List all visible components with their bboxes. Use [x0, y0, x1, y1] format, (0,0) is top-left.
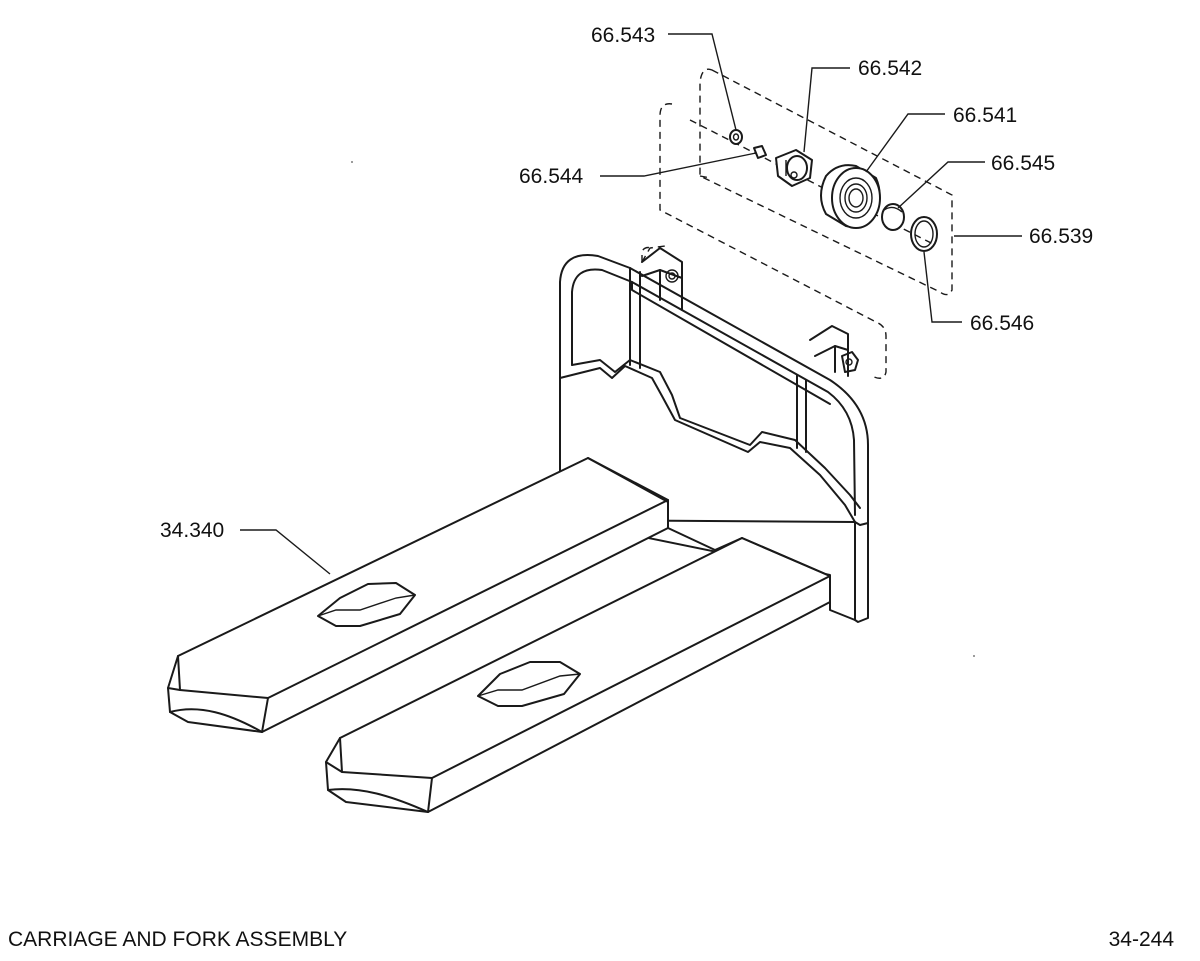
retaining-ring-part	[910, 216, 938, 252]
leader-lines	[240, 33, 1022, 575]
callout-66542: 66.542	[858, 57, 922, 80]
leader-34340	[240, 529, 331, 575]
leader-66541	[865, 113, 945, 173]
roller-part	[820, 164, 881, 229]
leader-66542	[803, 67, 850, 153]
roller-assembly-drawing	[641, 68, 953, 379]
figure-number: 34-244	[1108, 928, 1174, 951]
right-fork-cutout	[477, 661, 581, 707]
axle-part	[775, 149, 813, 187]
callout-labels: 66.543 66.542 66.541 66.544 66.545 66.53…	[160, 24, 1093, 542]
left-fork	[167, 457, 669, 733]
washer-part	[881, 203, 905, 231]
callout-66545: 66.545	[991, 152, 1055, 175]
left-fork-cutout	[317, 582, 416, 627]
callout-66543: 66.543	[591, 24, 655, 47]
figure-title: CARRIAGE AND FORK ASSEMBLY	[8, 928, 348, 951]
leader-66544	[600, 152, 757, 177]
pin-part	[753, 145, 767, 159]
callout-66546: 66.546	[970, 312, 1034, 335]
spacer-part	[729, 129, 743, 145]
carriage-fork-drawing	[167, 245, 869, 813]
callout-34340: 34.340	[160, 519, 224, 542]
callout-66544: 66.544	[519, 165, 584, 188]
callout-66539: 66.539	[1029, 225, 1093, 248]
right-fork	[325, 537, 831, 813]
leader-66546	[923, 251, 962, 323]
load-guard	[559, 254, 869, 524]
leader-66545	[897, 161, 985, 209]
callout-66541: 66.541	[953, 104, 1017, 127]
leader-66543	[668, 33, 737, 131]
